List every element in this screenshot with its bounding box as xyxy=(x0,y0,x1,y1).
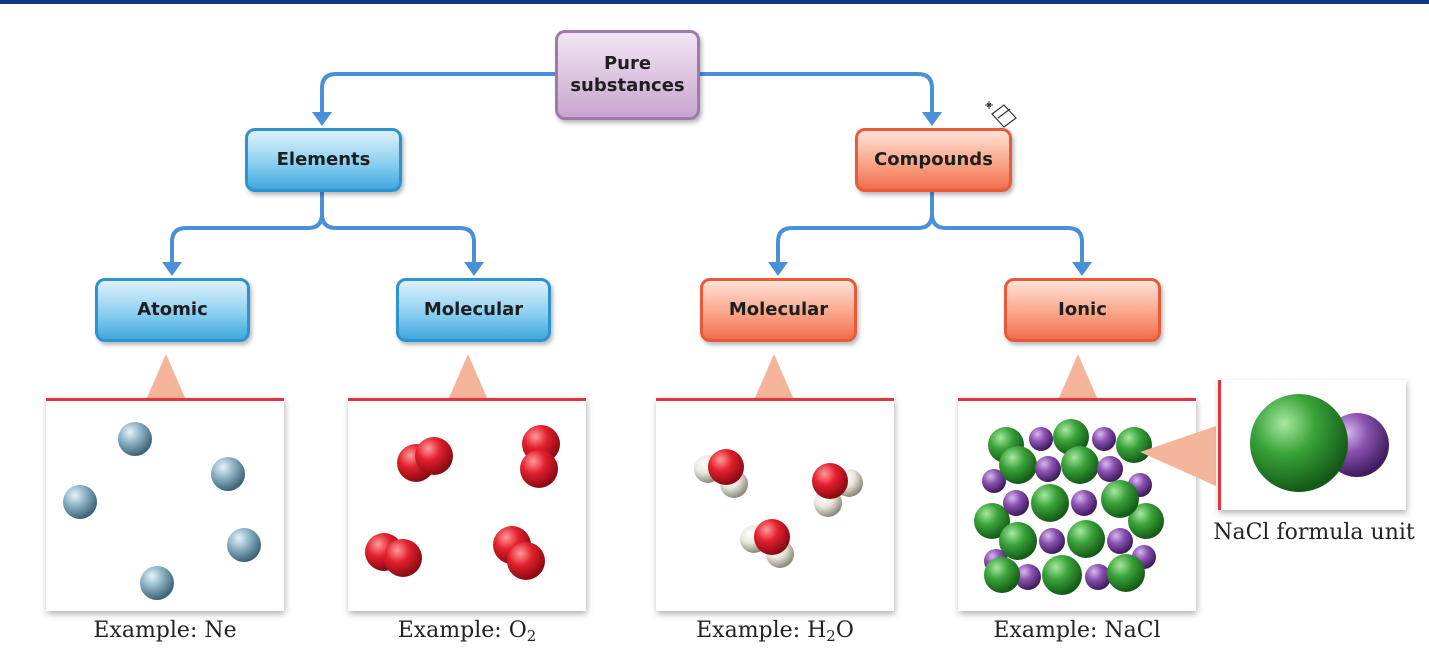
atomic-label: Atomic xyxy=(137,299,208,321)
arrowhead-compound-molecular xyxy=(768,262,788,276)
eraser-cursor-icon xyxy=(985,101,1017,128)
arrowhead-elements xyxy=(312,112,332,126)
sodium-chloride-caption-text: Example: NaCl xyxy=(993,618,1161,643)
connector-compounds-ionic xyxy=(930,212,1084,268)
oxygen-caption-text: Example: O xyxy=(397,618,527,643)
neon-example-caption-text: Example: Ne xyxy=(93,618,237,643)
oxygen-molecules-illustration xyxy=(365,425,560,580)
sodium-chloride-formula-unit-illustration xyxy=(1250,394,1389,492)
neon-example-caption: Example: Ne xyxy=(46,618,284,643)
element-molecular-label: Molecular xyxy=(423,299,524,321)
atomic-box: Atomic xyxy=(95,278,250,342)
compound-molecular-pointer xyxy=(754,354,794,400)
connector-elements-molecular xyxy=(320,212,476,268)
connector-root-compounds xyxy=(698,72,934,118)
ionic-pointer xyxy=(1058,354,1098,400)
elements-label: Elements xyxy=(276,149,371,171)
arrowhead-ionic xyxy=(1072,262,1092,276)
water-caption-text: Example: H xyxy=(696,618,827,643)
arrowhead-compounds xyxy=(922,112,942,126)
neon-example-panel xyxy=(46,398,284,611)
oxygen-caption-subscript: 2 xyxy=(526,627,537,645)
pure-substances-label-line1: Pure xyxy=(603,53,652,75)
formula-unit-panel xyxy=(1218,380,1406,510)
compounds-label: Compounds xyxy=(874,149,993,171)
compound-molecular-box: Molecular xyxy=(700,278,857,342)
formula-unit-caption-text: NaCl formula unit xyxy=(1213,520,1415,545)
neon-atoms-illustration xyxy=(63,422,261,600)
pure-substances-box: Pure substances xyxy=(555,30,700,120)
atomic-pointer xyxy=(146,354,186,400)
elements-box: Elements xyxy=(245,128,402,192)
element-molecular-pointer xyxy=(448,354,488,400)
arrowhead-atomic xyxy=(162,262,182,276)
connector-root-elements xyxy=(320,72,557,118)
formula-unit-caption: NaCl formula unit xyxy=(1206,520,1422,545)
arrowhead-element-molecular xyxy=(464,262,484,276)
sodium-chloride-example-panel xyxy=(958,398,1196,611)
water-caption-suffix: O xyxy=(835,618,854,643)
water-caption-subscript: 2 xyxy=(826,627,836,645)
element-molecular-box: Molecular xyxy=(396,278,551,342)
compounds-box: Compounds xyxy=(855,128,1012,192)
oxygen-example-panel xyxy=(348,398,586,611)
oxygen-example-caption: Example: O2 xyxy=(348,618,586,645)
water-molecules-illustration xyxy=(694,449,863,568)
pure-substances-label-line2: substances xyxy=(570,75,685,96)
sodium-chloride-lattice-illustration xyxy=(974,419,1164,595)
water-example-panel xyxy=(656,398,894,611)
top-accent-bar xyxy=(0,0,1429,4)
sodium-chloride-example-caption: Example: NaCl xyxy=(958,618,1196,643)
ionic-box: Ionic xyxy=(1004,278,1161,342)
water-example-caption: Example: H2O xyxy=(656,618,894,645)
compound-molecular-label: Molecular xyxy=(728,299,829,321)
ionic-label: Ionic xyxy=(1058,299,1107,321)
